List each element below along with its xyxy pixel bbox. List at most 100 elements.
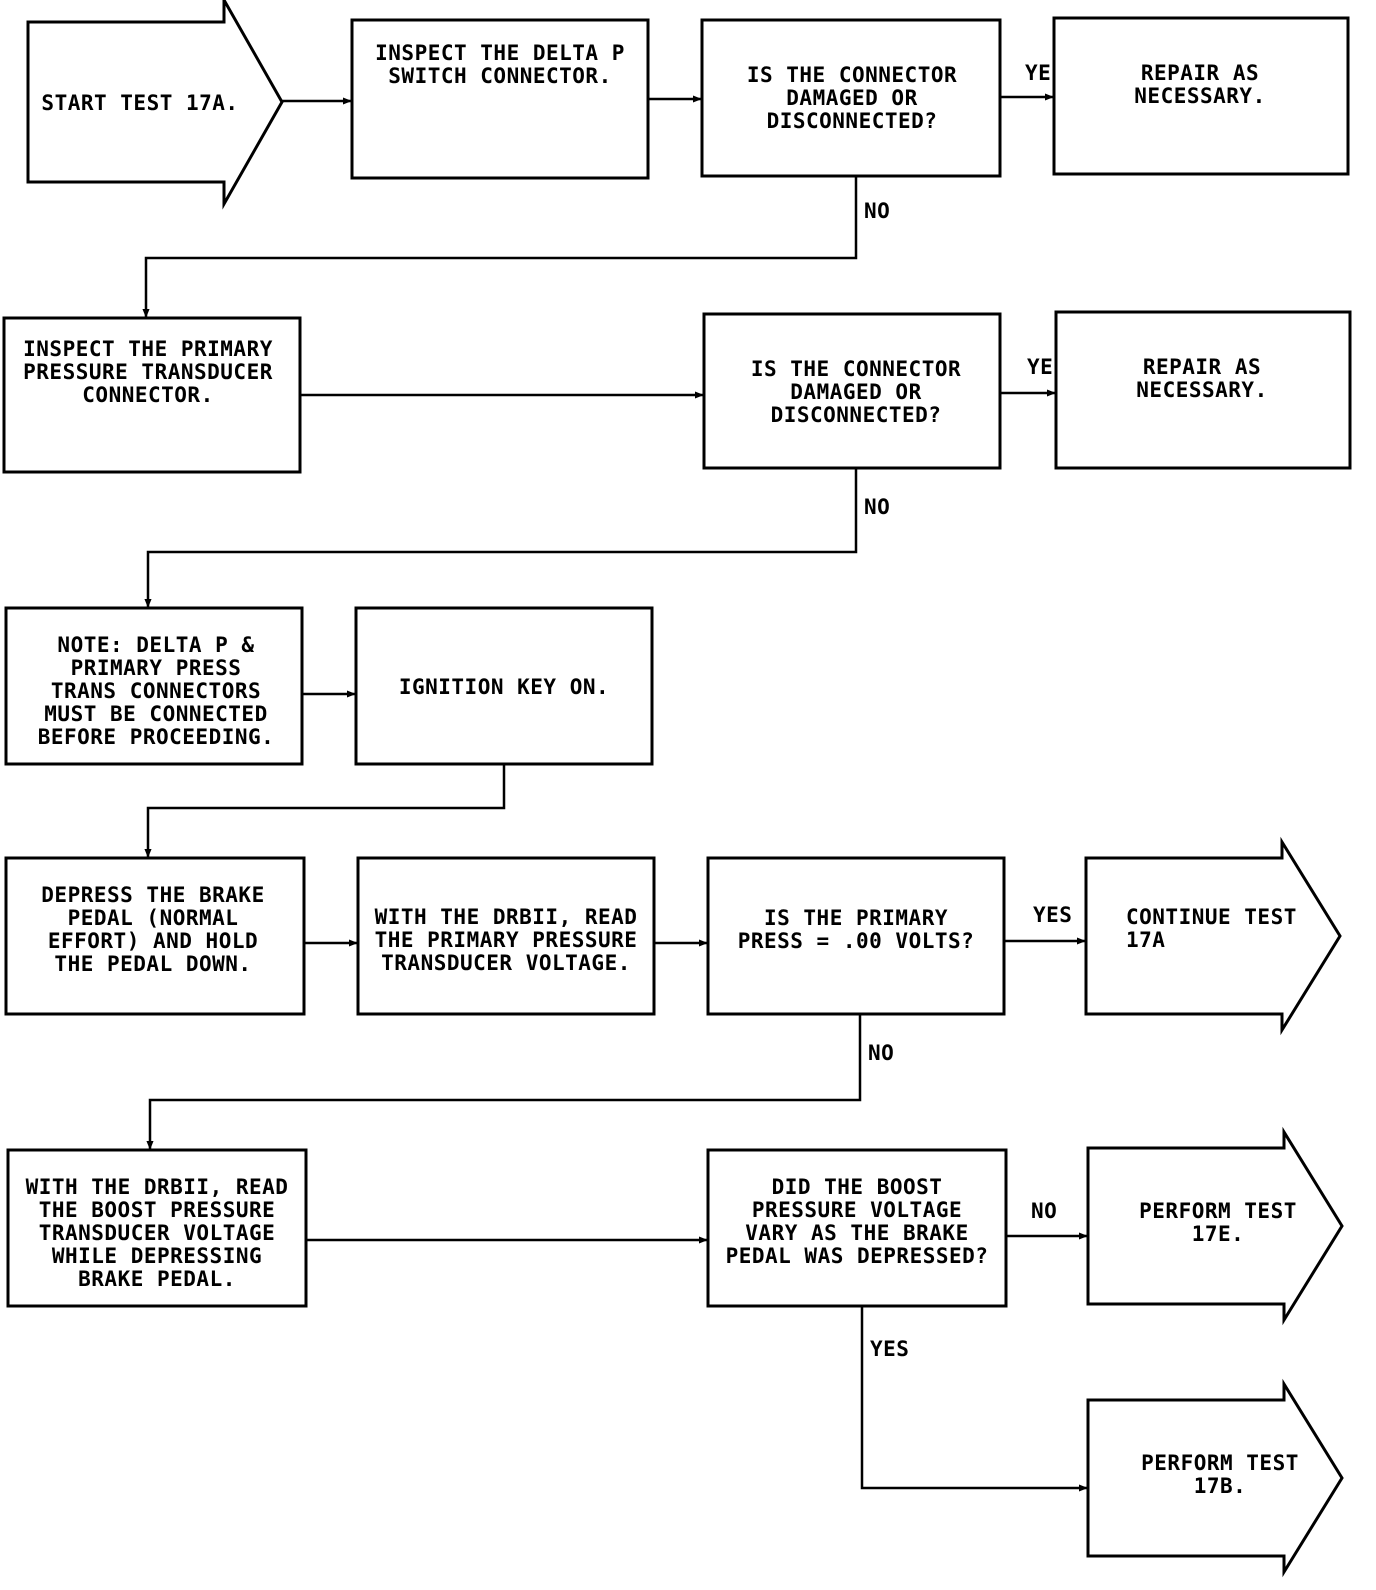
node-text-line: PRESS = .00 VOLTS? (738, 929, 975, 953)
node-shape (356, 856, 656, 1016)
node-text-line: DISCONNECTED? (767, 109, 938, 133)
node-shape (706, 1148, 1008, 1308)
node-text-line: IGNITION KEY ON. (399, 675, 609, 699)
edge-label-no: NO (864, 495, 890, 519)
node-text-line: PERFORM TEST (1139, 1199, 1297, 1223)
node-shape (702, 312, 1002, 470)
edge-n6-to-n8: NO (144, 468, 890, 608)
node-shape (350, 18, 650, 180)
node-text-line: DAMAGED OR (786, 86, 917, 110)
node-shape (354, 606, 654, 766)
node-text-line: WITH THE DRBII, READ (26, 1175, 289, 1199)
node-text-line: THE BOOST PRESSURE (39, 1198, 276, 1222)
edge-label-no: NO (868, 1041, 894, 1065)
node-text-line: WHILE DEPRESSING (52, 1244, 262, 1268)
node-text-line: THE PRIMARY PRESSURE (375, 928, 638, 952)
node-text-line: PRESSURE TRANSDUCER (23, 360, 273, 384)
node-text-line: DID THE BOOST (772, 1175, 943, 1199)
edge-n15-to-n17: YES (860, 1306, 1088, 1492)
node-text-line: NECESSARY. (1136, 378, 1267, 402)
edge-n3-to-n5: NO (142, 176, 890, 318)
node-text-line: IS THE CONNECTOR (751, 357, 961, 381)
node-text-line: BEFORE PROCEEDING. (38, 725, 275, 749)
edge-label-yes: YES (1033, 903, 1072, 927)
node-text-line: NECESSARY. (1134, 84, 1265, 108)
node-text-line: 17E. (1192, 1222, 1245, 1246)
node-text-line: INSPECT THE DELTA P (375, 41, 625, 65)
node-shape (1086, 1126, 1344, 1326)
node-text-line: EFFORT) AND HOLD (48, 929, 258, 953)
edge-label-no: NO (864, 199, 890, 223)
edge-line (144, 764, 506, 858)
node-text-line: TRANSDUCER VOLTAGE (39, 1221, 276, 1245)
edge-line (142, 176, 858, 318)
node-text-line: 17B. (1194, 1474, 1247, 1498)
node-shape (4, 606, 304, 766)
node-text-line: PRIMARY PRESS (71, 656, 242, 680)
edge-label-no: NO (1031, 1199, 1057, 1223)
node-text-line: PEDAL WAS DEPRESSED? (726, 1244, 989, 1268)
node-text-line: PRESSURE VOLTAGE (752, 1198, 962, 1222)
node-text-line: MUST BE CONNECTED (44, 702, 267, 726)
edge-line (146, 1014, 862, 1150)
edge-n9-to-n10 (144, 764, 506, 858)
process-box-n9: IGNITION KEY ON. (354, 606, 654, 766)
node-text-line: IS THE PRIMARY (764, 906, 948, 930)
edge-n15-to-n16: NO (1006, 1199, 1088, 1240)
node-text-line: DISCONNECTED? (771, 403, 942, 427)
node-text-line: DAMAGED OR (790, 380, 921, 404)
node-text-line: REPAIR AS (1143, 355, 1261, 379)
node-shape (1054, 310, 1352, 470)
node-text-line: 17A (1126, 928, 1165, 952)
node-shape (2, 316, 302, 474)
node-text-line: THE PEDAL DOWN. (54, 952, 251, 976)
node-text-line: VARY AS THE BRAKE (745, 1221, 968, 1245)
node-text-line: PEDAL (NORMAL (68, 906, 239, 930)
node-text-line: DEPRESS THE BRAKE (41, 883, 264, 907)
node-text-line: WITH THE DRBII, READ (375, 905, 638, 929)
edge-line (860, 1306, 1088, 1492)
node-text-line: TRANS CONNECTORS (51, 679, 261, 703)
node-text-line: PERFORM TEST (1141, 1451, 1299, 1475)
node-shape (706, 856, 1006, 1016)
edge-n12-to-n13: YES (1004, 903, 1086, 945)
node-shape (1086, 1378, 1344, 1578)
node-text-line: CONTINUE TEST (1126, 905, 1297, 929)
node-text-line: CONNECTOR. (82, 383, 213, 407)
node-shape (1052, 16, 1350, 176)
node-shape (26, 0, 284, 210)
terminal-arrow-n1: START TEST 17A. (26, 0, 284, 210)
node-shape (1084, 836, 1342, 1036)
node-text-line: IS THE CONNECTOR (747, 63, 957, 87)
node-shape (6, 1148, 308, 1308)
node-text-line: SWITCH CONNECTOR. (388, 64, 611, 88)
node-shape (700, 18, 1002, 178)
node-text-line: START TEST 17A. (41, 91, 238, 115)
edge-label-yes: YES (870, 1337, 909, 1361)
node-text-line: INSPECT THE PRIMARY (23, 337, 273, 361)
node-text-line: NOTE: DELTA P & (57, 633, 254, 657)
nodes: START TEST 17A. INSPECT THE DELTA PSWITCH… (2, 0, 1352, 1578)
edge-line (144, 468, 858, 608)
node-shape (4, 856, 306, 1016)
node-text-line: REPAIR AS (1141, 61, 1259, 85)
edge-n12-to-n14: NO (146, 1014, 894, 1150)
node-text-line: TRANSDUCER VOLTAGE. (381, 951, 631, 975)
node-text-line: BRAKE PEDAL. (78, 1267, 236, 1291)
